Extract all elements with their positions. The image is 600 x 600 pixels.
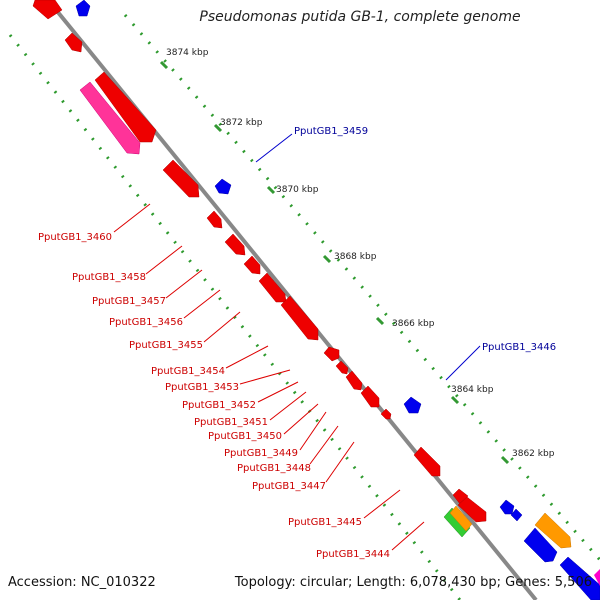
gene-label: PputGB1_3459 <box>294 126 368 137</box>
leader-line <box>257 381 299 403</box>
gene-arrow <box>162 159 200 198</box>
tick-mark <box>213 123 223 133</box>
leader-line <box>183 289 221 319</box>
gene-label: PputGB1_3448 <box>237 463 311 474</box>
leader-line <box>363 489 401 519</box>
leader-line <box>225 345 269 369</box>
gene-label: PputGB1_3447 <box>252 481 326 492</box>
tick-label: 3866 kbp <box>392 319 435 329</box>
forward-strand-genes <box>75 0 600 600</box>
tick-mark <box>322 254 332 264</box>
tick-mark <box>500 455 510 465</box>
gene-label: PputGB1_3452 <box>182 400 256 411</box>
topology-label: Topology: circular; Length: 6,078,430 bp… <box>234 575 592 590</box>
gene-arrow <box>523 527 558 563</box>
gene-arrow <box>323 346 340 362</box>
leader-line <box>203 311 241 343</box>
leader-line <box>391 521 425 551</box>
gene-label: PputGB1_3456 <box>109 317 183 328</box>
gene-arrow <box>510 508 523 522</box>
leader-line <box>299 411 327 451</box>
tick-mark <box>159 60 169 70</box>
gene-label: PputGB1_3457 <box>92 296 166 307</box>
gene-arrow <box>345 370 363 391</box>
label-leader-lines-blue <box>255 133 481 381</box>
label-leader-lines <box>113 203 425 551</box>
orange-gene <box>449 505 473 532</box>
gene-label: PputGB1_3453 <box>165 382 239 393</box>
tick-label: 3870 kbp <box>276 185 319 195</box>
accession-label: Accession: NC_010322 <box>8 575 156 590</box>
gene-arrow <box>559 556 600 600</box>
gene-label: PputGB1_3451 <box>194 417 268 428</box>
gene-arrow <box>335 360 349 375</box>
gene-label: PputGB1_3454 <box>151 366 225 377</box>
gene-label: PputGB1_3455 <box>129 340 203 351</box>
tick-label: 3868 kbp <box>334 252 377 262</box>
leader-line <box>239 369 291 385</box>
gene-label: PputGB1_3450 <box>208 431 282 442</box>
tick-label: 3864 kbp <box>451 385 494 395</box>
gene-arrow <box>94 71 157 143</box>
gene-label: PputGB1_3458 <box>72 272 146 283</box>
gene-arrow <box>280 295 319 341</box>
gene-label: PputGB1_3446 <box>482 342 556 353</box>
magenta-gene <box>594 569 600 586</box>
green-gene <box>443 507 471 538</box>
gene-arrow <box>243 255 261 275</box>
leader-line <box>255 133 293 163</box>
leader-line <box>445 345 481 381</box>
reverse-strand-genes <box>32 0 487 523</box>
genome-title: Pseudomonas putida GB-1, complete genome <box>199 9 521 25</box>
gene-arrow <box>214 178 232 195</box>
leader-line <box>325 441 355 483</box>
leader-line <box>165 269 203 299</box>
tick-label: 3874 kbp <box>166 48 209 58</box>
gene-label: PputGB1_3444 <box>316 549 390 560</box>
gene-label: PputGB1_3445 <box>288 517 362 528</box>
gene-arrow <box>64 32 83 53</box>
tick-marks <box>159 60 510 465</box>
leader-line <box>145 245 183 275</box>
pink-gene <box>79 81 141 155</box>
dotted-rings <box>8 14 600 600</box>
tick-label: 3872 kbp <box>220 118 263 128</box>
leader-line <box>269 391 307 421</box>
inner-dotted-ring <box>8 34 462 600</box>
gene-arrow <box>360 385 380 408</box>
leader-line <box>283 403 319 435</box>
tick-mark <box>450 395 460 405</box>
gene-arrow <box>403 396 422 414</box>
tick-label: 3862 kbp <box>512 449 555 459</box>
gene-label: PputGB1_3449 <box>224 448 298 459</box>
gene-arrow <box>380 408 392 420</box>
gene-arrow <box>457 496 487 523</box>
orange-gene <box>534 512 572 549</box>
gene-label: PputGB1_3460 <box>38 232 112 243</box>
gene-arrow <box>413 446 441 477</box>
tick-mark <box>375 316 385 326</box>
tick-mark <box>266 185 276 195</box>
gene-arrow <box>452 488 469 505</box>
leader-line <box>113 203 151 233</box>
gene-arrow <box>258 272 287 303</box>
gene-arrow <box>224 233 246 256</box>
outer-dotted-ring <box>123 14 600 561</box>
gene-arrow <box>206 210 223 229</box>
gene-arrow <box>75 0 91 17</box>
gene-arrow <box>32 0 63 20</box>
gene-arrow <box>499 499 515 515</box>
leader-line <box>309 425 339 465</box>
